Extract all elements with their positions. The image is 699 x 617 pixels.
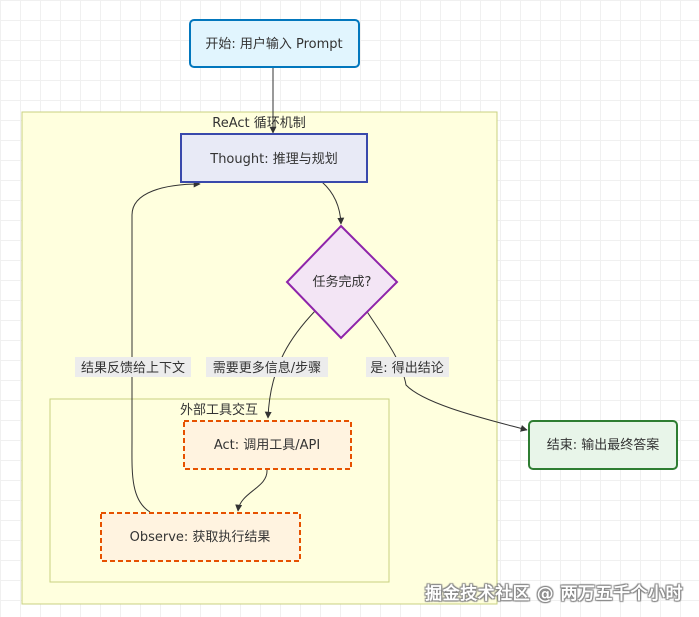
observe-node: [100, 512, 301, 562]
watermark: 掘金技术社区 @ 两万五千个小时: [425, 584, 683, 604]
observe-node-label: Observe: 获取执行结果: [130, 530, 271, 545]
thought-node-label: Thought: 推理与规划: [209, 152, 337, 167]
external-tools-group-label: 外部工具交互: [180, 402, 258, 418]
react-loop-group-label: ReAct 循环机制: [212, 116, 306, 131]
start-node: [189, 19, 360, 68]
edge-label-bg-done: [366, 357, 449, 377]
edge-label-need-more: 需要更多信息/步骤: [213, 360, 321, 376]
edge-thought-to-decision: [321, 181, 345, 225]
decision-node-label: 任务完成?: [313, 274, 372, 290]
decision-node: [285, 224, 399, 340]
edge-label-done: 是: 得出结论: [370, 360, 444, 376]
edge-decision-to-act: [264, 309, 317, 419]
start-node-label: 开始: 用户输入 Prompt: [205, 36, 342, 52]
end-node: [528, 420, 678, 470]
act-node-label: Act: 调用工具/API: [214, 438, 320, 453]
edge-observe-to-thought: [131, 180, 201, 513]
end-node-label: 结束: 输出最终答案: [547, 437, 660, 453]
thought-node: [180, 133, 368, 183]
edge-decision-to-end: [365, 309, 528, 432]
edge-label-bg-feedback: [75, 357, 191, 377]
edge-label-feedback: 结果反馈给上下文: [81, 361, 185, 376]
edge-label-bg-need-more: [206, 357, 328, 377]
act-node: [183, 420, 352, 470]
edge-act-to-observe: [235, 469, 268, 512]
